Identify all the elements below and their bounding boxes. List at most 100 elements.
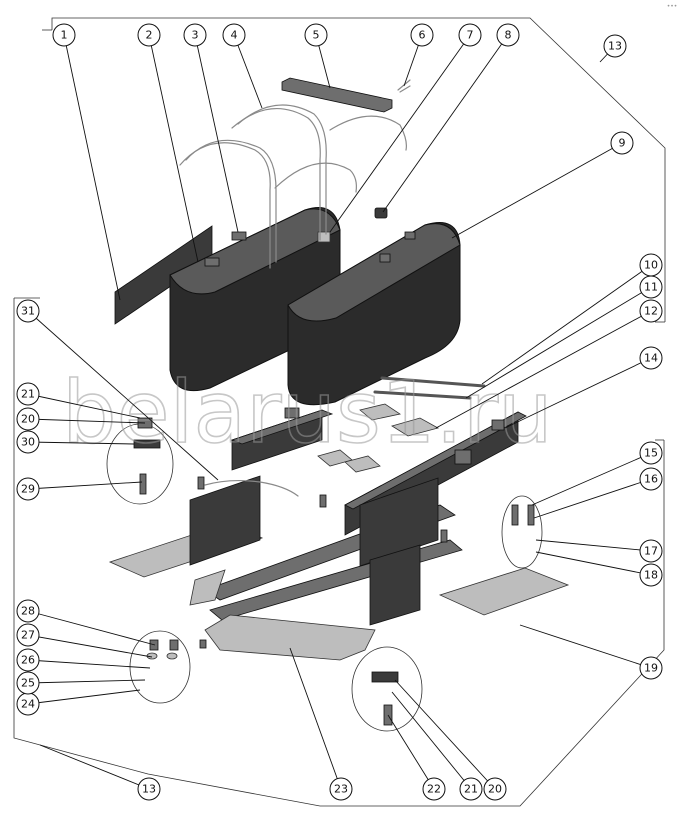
fuel-tank-right [287, 222, 461, 406]
leader-line-9 [451, 142, 623, 239]
leader-line-25 [27, 679, 146, 684]
callout-20-b: 20 [483, 777, 507, 801]
leader-line-2 [148, 34, 199, 263]
clamps [317, 403, 440, 473]
callout-circle [603, 34, 627, 58]
leader-line-7 [329, 34, 471, 233]
leader-line-23 [289, 647, 342, 790]
callout-number: 21 [464, 783, 478, 796]
callout-circle [16, 299, 40, 323]
guard-plate [204, 614, 376, 661]
leader-line-12 [435, 310, 652, 429]
callout-circle [16, 382, 40, 406]
watermark: belarus1.ru [62, 363, 553, 463]
leader-line-18 [535, 551, 652, 576]
callout-number: 12 [644, 305, 658, 318]
step-frame [108, 475, 570, 626]
leader-line-27 [27, 634, 153, 658]
callout-number: 26 [21, 654, 35, 667]
callout-number: 21 [21, 388, 35, 401]
callout-number: 2 [146, 29, 153, 42]
assembly-outline [13, 17, 666, 807]
callout-30: 30 [16, 430, 40, 454]
callout-19: 19 [639, 656, 663, 680]
leader-line-10 [481, 264, 652, 385]
callout-23: 23 [329, 777, 353, 801]
corner-mark: ••• [667, 3, 678, 10]
leader-line-19 [519, 624, 652, 669]
leader-lines [27, 34, 652, 790]
callout-8: 8 [496, 23, 520, 47]
leader-line-1 [63, 34, 121, 301]
callout-circle [639, 563, 663, 587]
callout-circle [639, 539, 663, 563]
leader-line-31 [27, 310, 219, 481]
leader-line-20 [394, 679, 496, 790]
callout-4: 4 [222, 23, 246, 47]
callout-circle [16, 623, 40, 647]
callout-21-b: 21 [459, 777, 483, 801]
callout-number: 11 [644, 281, 658, 294]
callout-number: 13 [608, 40, 622, 53]
callout-25: 25 [16, 671, 40, 695]
callout-circle [137, 777, 161, 801]
callout-number: 13 [142, 783, 156, 796]
callout-number: 19 [644, 662, 658, 675]
callout-circle [639, 441, 663, 465]
callout-circle [329, 777, 353, 801]
callout-1: 1 [52, 23, 76, 47]
leader-line-24 [27, 689, 141, 705]
callout-circle [459, 777, 483, 801]
leader-line-20 [27, 418, 146, 424]
leader-line-11 [465, 286, 652, 399]
callout-number: 4 [231, 29, 238, 42]
callout-number: 16 [644, 473, 658, 486]
support-rods [373, 376, 486, 400]
callout-number: 18 [644, 569, 658, 582]
callout-number: 24 [21, 698, 35, 711]
callout-number: 17 [644, 545, 658, 558]
callout-number: 29 [21, 483, 35, 496]
leader-line-26 [27, 659, 151, 669]
callout-number: 14 [644, 352, 658, 365]
callout-number: 6 [419, 29, 426, 42]
leader-line-21 [391, 691, 472, 790]
callout-29: 29 [16, 477, 40, 501]
leader-line-21 [27, 393, 141, 419]
callout-15: 15 [639, 441, 663, 465]
callout-31: 31 [16, 299, 40, 323]
callout-circle [422, 777, 446, 801]
callout-24: 24 [16, 692, 40, 716]
callout-number: 30 [21, 436, 35, 449]
callout-number: 25 [21, 677, 35, 690]
callout-circle [639, 346, 663, 370]
callout-number: 20 [488, 783, 502, 796]
callout-22: 22 [422, 777, 446, 801]
callout-circle [16, 648, 40, 672]
leader-line-22 [387, 714, 435, 790]
callout-circle [639, 299, 663, 323]
callout-circle [52, 23, 76, 47]
callout-number: 8 [505, 29, 512, 42]
callout-28: 28 [16, 599, 40, 623]
callout-5: 5 [304, 23, 328, 47]
callout-circle [183, 23, 207, 47]
callout-26: 26 [16, 648, 40, 672]
callout-number: 1 [61, 29, 68, 42]
cross-bar [281, 77, 393, 113]
callout-20: 20 [16, 407, 40, 431]
leader-line-3 [194, 34, 239, 233]
callout-number: 10 [644, 259, 658, 272]
leader-line-8 [382, 34, 509, 213]
callout-11: 11 [639, 275, 663, 299]
callout-2: 2 [137, 23, 161, 47]
callout-number: 5 [313, 29, 320, 42]
callout-18: 18 [639, 563, 663, 587]
leader-line-28 [27, 610, 156, 646]
callout-7: 7 [458, 23, 482, 47]
callout-10: 10 [639, 253, 663, 277]
callout-17: 17 [639, 539, 663, 563]
hose [204, 479, 299, 497]
